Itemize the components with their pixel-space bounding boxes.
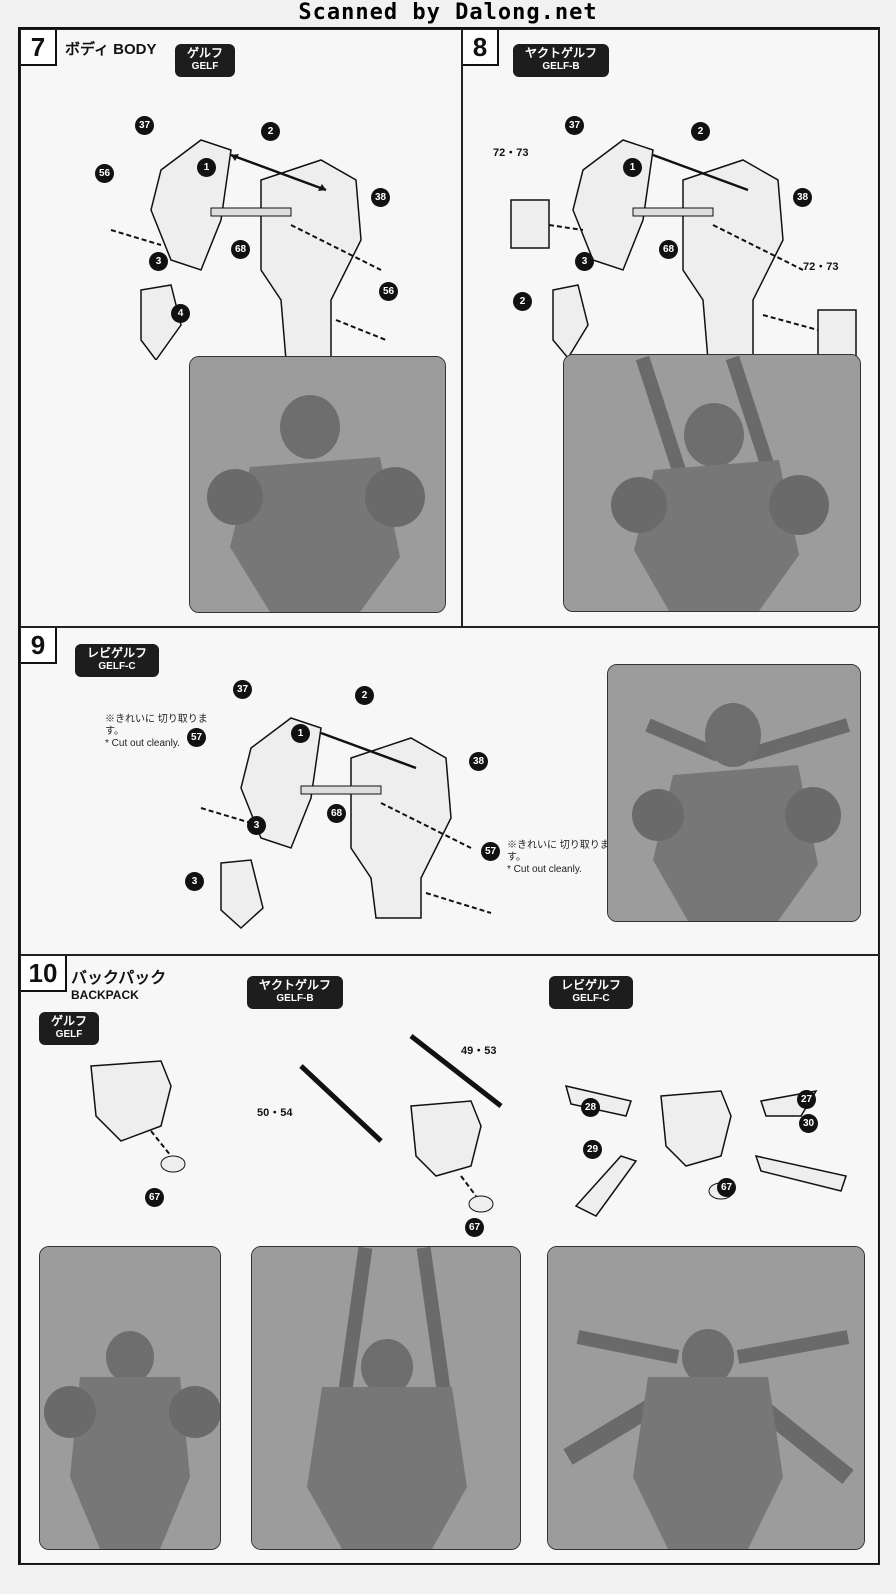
robot-figure-image — [40, 1247, 220, 1549]
order-marker-1: 1 — [197, 158, 216, 177]
part-number-27: 27 — [797, 1090, 816, 1109]
robot-figure-image — [252, 1247, 520, 1549]
order-marker-3: 3 — [575, 252, 594, 271]
step-title: ボディ BODY — [65, 41, 157, 58]
part-number-72-73: 72・73 — [493, 147, 529, 159]
part-number-50-54: 50・54 — [257, 1107, 293, 1119]
part-number-68: 68 — [327, 804, 346, 823]
part-number-37: 37 — [565, 116, 584, 135]
part-number-67: 67 — [145, 1188, 164, 1207]
backpack-drawing — [299, 1034, 503, 1213]
scan-watermark-header: Scanned by Dalong.net — [298, 0, 598, 25]
order-marker-2: 2 — [355, 686, 374, 705]
part-number-38: 38 — [371, 188, 390, 207]
part-number-30: 30 — [799, 1114, 818, 1133]
part-number-3: 3 — [185, 872, 204, 891]
model-photo-gelf-b-body — [563, 354, 861, 612]
robot-figure-image — [608, 665, 860, 921]
order-marker-2: 2 — [261, 122, 280, 141]
model-photo-gelf-body — [189, 356, 446, 613]
body-parts-drawing — [200, 717, 492, 930]
part-number-37: 37 — [135, 116, 154, 135]
step-title: バックパック BACKPACK — [71, 970, 167, 1002]
cut-cleanly-note: ※きれいに 切り取ります。* Cut out cleanly. — [105, 714, 208, 749]
part-number-29: 29 — [583, 1140, 602, 1159]
robot-figure-image — [190, 357, 445, 612]
order-marker-1: 1 — [291, 724, 310, 743]
step-number: 9 — [21, 628, 57, 664]
part-number-57: 57 — [187, 728, 206, 747]
order-marker-3: 3 — [247, 816, 266, 835]
model-photo-gelf-backpack — [39, 1246, 221, 1550]
part-number-72-73: 72・73 — [803, 261, 839, 273]
step-number: 10 — [21, 956, 67, 992]
part-number-68: 68 — [659, 240, 678, 259]
part-number-28: 28 — [581, 1098, 600, 1117]
body-parts-drawing — [510, 139, 857, 360]
part-number-38: 38 — [793, 188, 812, 207]
model-photo-gelf-c-backpack — [547, 1246, 865, 1550]
order-marker-1: 1 — [623, 158, 642, 177]
cut-cleanly-note: ※きれいに 切り取ります。* Cut out cleanly. — [507, 840, 610, 875]
step-number: 7 — [21, 30, 57, 66]
part-number-37: 37 — [233, 680, 252, 699]
step-number: 8 — [463, 30, 499, 66]
part-number-49-53: 49・53 — [461, 1045, 497, 1057]
robot-figure-image — [548, 1247, 864, 1549]
part-number-67: 67 — [465, 1218, 484, 1237]
order-marker-3: 3 — [149, 252, 168, 271]
part-number-56: 56 — [379, 282, 398, 301]
part-number-67: 67 — [717, 1178, 736, 1197]
backpack-drawing — [564, 1084, 847, 1217]
part-number-38: 38 — [469, 752, 488, 771]
part-number-57: 57 — [481, 842, 500, 861]
backpack-drawing — [90, 1060, 186, 1173]
model-photo-gelf-b-backpack — [251, 1246, 521, 1550]
part-number-4: 4 — [171, 304, 190, 323]
robot-figure-image — [564, 355, 860, 611]
part-number-56: 56 — [95, 164, 114, 183]
part-number-68: 68 — [231, 240, 250, 259]
body-parts-drawing — [110, 139, 387, 360]
model-photo-gelf-c-body — [607, 664, 861, 922]
order-marker-2: 2 — [691, 122, 710, 141]
part-number-2: 2 — [513, 292, 532, 311]
